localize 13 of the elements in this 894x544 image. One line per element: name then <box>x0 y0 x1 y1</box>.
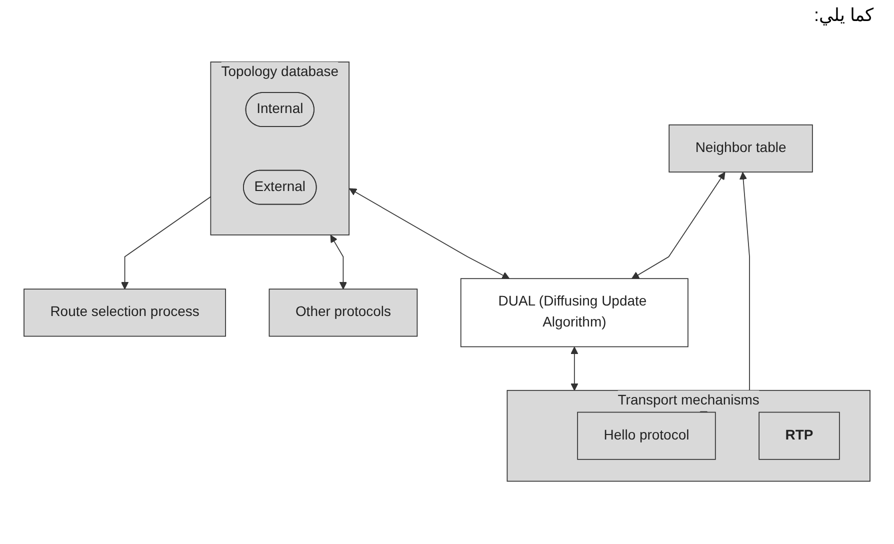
arrow <box>120 196 212 290</box>
node-box <box>24 289 226 338</box>
note-text: كما يلي: <box>814 4 874 26</box>
node-box <box>268 289 418 338</box>
arrow <box>632 172 726 280</box>
node-box <box>577 412 716 460</box>
arrow <box>570 347 578 392</box>
node-box <box>460 278 688 348</box>
flowchart: Transport mechanisms Topology database Internal External Route selection process Other protocols Neighbor table DUAL (Diffusing Update Algorithm) Hello protocol RTP <box>17 55 877 489</box>
node-box <box>668 124 813 173</box>
node-box <box>758 412 840 460</box>
arrow <box>330 235 348 290</box>
arrow <box>349 188 510 280</box>
